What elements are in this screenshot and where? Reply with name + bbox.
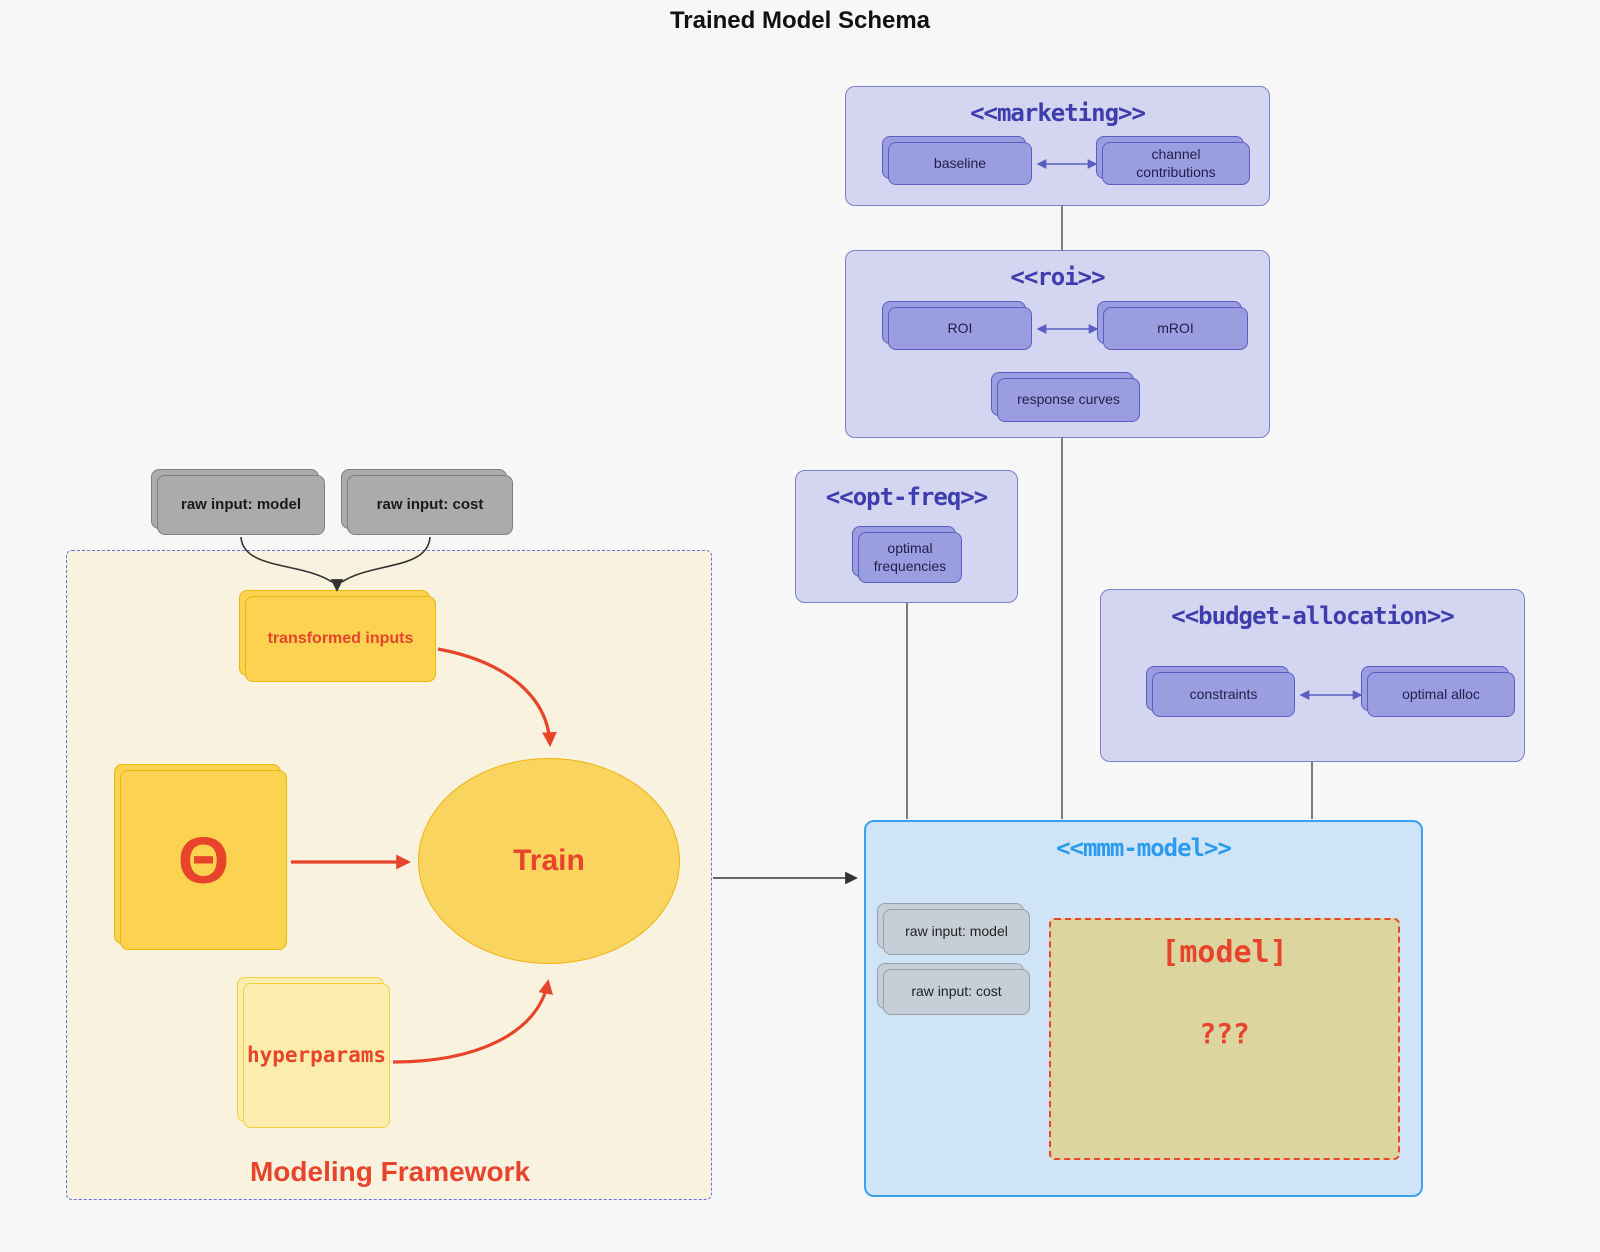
node-optimal-alloc: optimal alloc bbox=[1361, 666, 1515, 717]
modeling-framework-label: Modeling Framework bbox=[249, 1156, 531, 1187]
node-model-placeholder-label: [model] bbox=[1161, 934, 1288, 970]
node-mmm-raw-input-model: raw input: model bbox=[877, 903, 1030, 955]
budget-allocation-container-label: <<budget-allocation>> bbox=[1171, 602, 1454, 630]
node-model-placeholder: [model] ??? bbox=[1049, 918, 1400, 1160]
node-roi: ROI bbox=[882, 301, 1032, 350]
node-channel-contributions: channel contributions bbox=[1096, 136, 1250, 185]
node-baseline-label: baseline bbox=[933, 154, 987, 171]
node-mroi-label: mROI bbox=[1157, 319, 1194, 336]
node-raw-input-model-label: raw input: model bbox=[181, 495, 301, 513]
node-roi-label: ROI bbox=[947, 319, 973, 336]
node-train: Train bbox=[418, 758, 680, 964]
node-response-curves: response curves bbox=[991, 372, 1140, 422]
page-title: Trained Model Schema bbox=[669, 7, 931, 34]
node-mroi: mROI bbox=[1097, 301, 1248, 350]
roi-container-label: <<roi>> bbox=[1010, 263, 1105, 291]
node-constraints-label: constraints bbox=[1189, 685, 1258, 702]
node-baseline: baseline bbox=[882, 136, 1032, 185]
node-constraints: constraints bbox=[1146, 666, 1295, 717]
marketing-container-label: <<marketing>> bbox=[970, 99, 1146, 127]
mmm-model-container-label: <<mmm-model>> bbox=[1056, 834, 1232, 862]
node-transformed-inputs: transformed inputs bbox=[239, 590, 436, 682]
node-optimal-frequencies: optimal frequencies bbox=[852, 526, 962, 583]
node-optimal-frequencies-label: optimal frequencies bbox=[873, 540, 947, 574]
node-mmm-raw-input-model-label: raw input: model bbox=[905, 923, 1008, 940]
node-hyperparams-label: hyperparams bbox=[246, 1043, 387, 1068]
node-channel-contributions-label: channel contributions bbox=[1136, 146, 1216, 180]
node-hyperparams: hyperparams bbox=[237, 977, 390, 1128]
node-raw-input-model: raw input: model bbox=[151, 469, 325, 535]
node-raw-input-cost: raw input: cost bbox=[341, 469, 513, 535]
node-theta-label: Θ bbox=[177, 822, 230, 897]
node-transformed-inputs-label: transformed inputs bbox=[267, 630, 414, 647]
node-mmm-raw-input-cost: raw input: cost bbox=[877, 963, 1030, 1015]
node-train-label: Train bbox=[513, 844, 585, 877]
node-raw-input-cost-label: raw input: cost bbox=[376, 495, 484, 513]
node-model-unknown-label: ??? bbox=[1199, 1016, 1250, 1050]
opt-freq-container-label: <<opt-freq>> bbox=[825, 483, 988, 511]
node-mmm-raw-input-cost-label: raw input: cost bbox=[911, 983, 1002, 1000]
node-optimal-alloc-label: optimal alloc bbox=[1402, 685, 1480, 702]
node-theta: Θ bbox=[114, 764, 287, 950]
node-response-curves-label: response curves bbox=[1017, 391, 1120, 408]
